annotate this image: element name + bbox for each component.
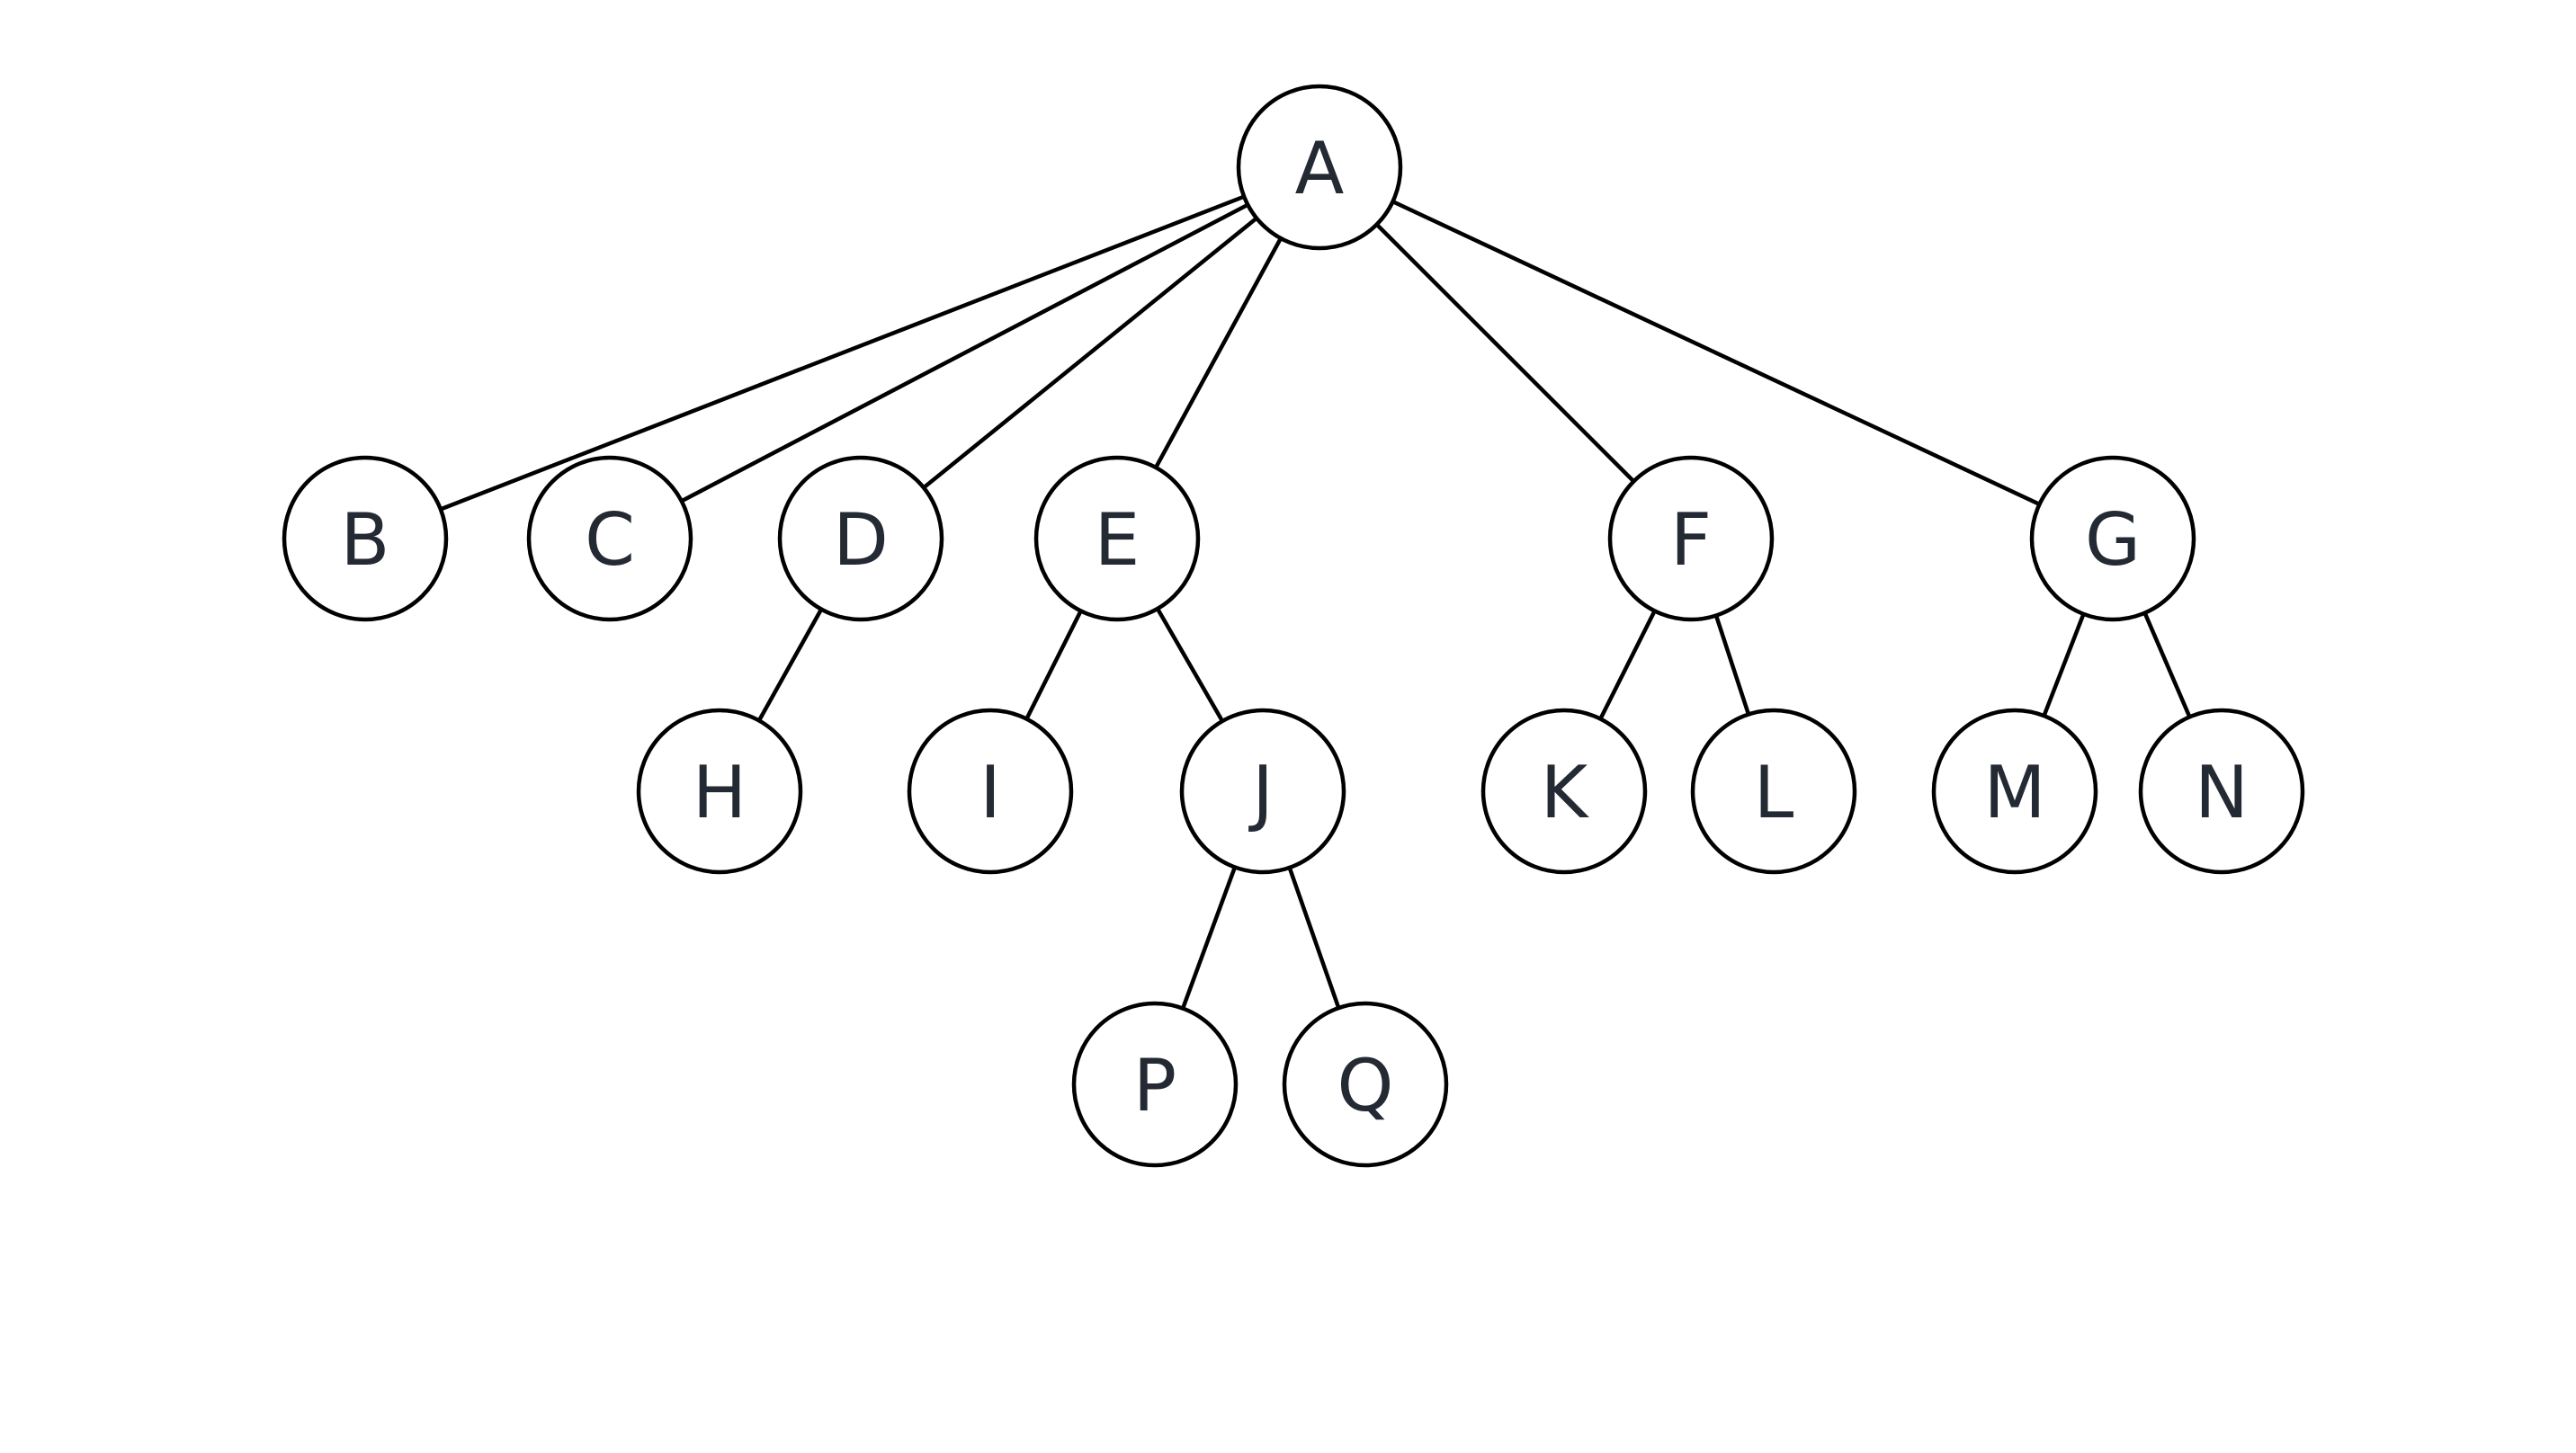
node-label-C: C bbox=[585, 498, 635, 582]
node-label-E: E bbox=[1095, 498, 1140, 582]
edge-A-G bbox=[1319, 165, 2114, 541]
node-label-K: K bbox=[1541, 751, 1590, 834]
node-label-A: A bbox=[1295, 127, 1345, 210]
tree-node-Q: Q bbox=[1282, 1001, 1449, 1168]
tree-node-G: G bbox=[2029, 455, 2196, 622]
tree-node-D: D bbox=[777, 455, 944, 622]
node-label-N: N bbox=[2195, 751, 2249, 834]
tree-node-J: J bbox=[1179, 708, 1346, 875]
tree-node-E: E bbox=[1033, 455, 1201, 622]
node-label-I: I bbox=[979, 751, 1001, 834]
edge-A-C bbox=[608, 165, 1321, 540]
edges-layer bbox=[364, 165, 2224, 1085]
node-circle-C bbox=[526, 455, 693, 622]
nodes-layer: A B C D E F G H I J K L M N P Q bbox=[282, 84, 2305, 1168]
node-label-Q: Q bbox=[1337, 1044, 1394, 1128]
node-circle-P bbox=[1071, 1001, 1239, 1168]
tree-node-C: C bbox=[526, 455, 693, 622]
node-circle-G bbox=[2029, 455, 2196, 622]
node-circle-J bbox=[1179, 708, 1346, 875]
node-label-G: G bbox=[2085, 498, 2141, 582]
tree-node-B: B bbox=[282, 455, 449, 622]
edge-A-B bbox=[364, 165, 1320, 541]
tree-node-P: P bbox=[1071, 1001, 1239, 1168]
tree-node-M: M bbox=[1931, 708, 2098, 875]
node-circle-N bbox=[2138, 708, 2305, 875]
node-circle-Q bbox=[1282, 1001, 1449, 1168]
node-circle-B bbox=[282, 455, 449, 622]
node-circle-H bbox=[636, 708, 803, 875]
tree-node-L: L bbox=[1690, 708, 1857, 875]
node-label-F: F bbox=[1670, 498, 1712, 582]
node-circle-K bbox=[1480, 708, 1648, 875]
node-label-P: P bbox=[1133, 1044, 1176, 1128]
tree-node-I: I bbox=[907, 708, 1074, 875]
node-circle-L bbox=[1690, 708, 1857, 875]
node-label-J: J bbox=[1248, 751, 1274, 834]
edge-A-D bbox=[859, 165, 1321, 540]
node-circle-A bbox=[1236, 84, 1403, 251]
node-label-B: B bbox=[341, 498, 390, 582]
node-circle-M bbox=[1931, 708, 2098, 875]
tree-node-K: K bbox=[1480, 708, 1648, 875]
tree-node-F: F bbox=[1607, 455, 1775, 622]
node-circle-D bbox=[777, 455, 944, 622]
node-label-L: L bbox=[1754, 751, 1794, 834]
tree-node-N: N bbox=[2138, 708, 2305, 875]
node-label-D: D bbox=[833, 498, 889, 582]
edge-A-F bbox=[1318, 165, 1693, 540]
tree-node-H: H bbox=[636, 708, 803, 875]
node-circle-E bbox=[1033, 455, 1201, 622]
tree-node-A: A bbox=[1236, 84, 1403, 251]
node-circle-F bbox=[1607, 455, 1775, 622]
node-label-H: H bbox=[693, 751, 747, 834]
node-circle-I bbox=[907, 708, 1074, 875]
node-label-M: M bbox=[1983, 751, 2045, 834]
